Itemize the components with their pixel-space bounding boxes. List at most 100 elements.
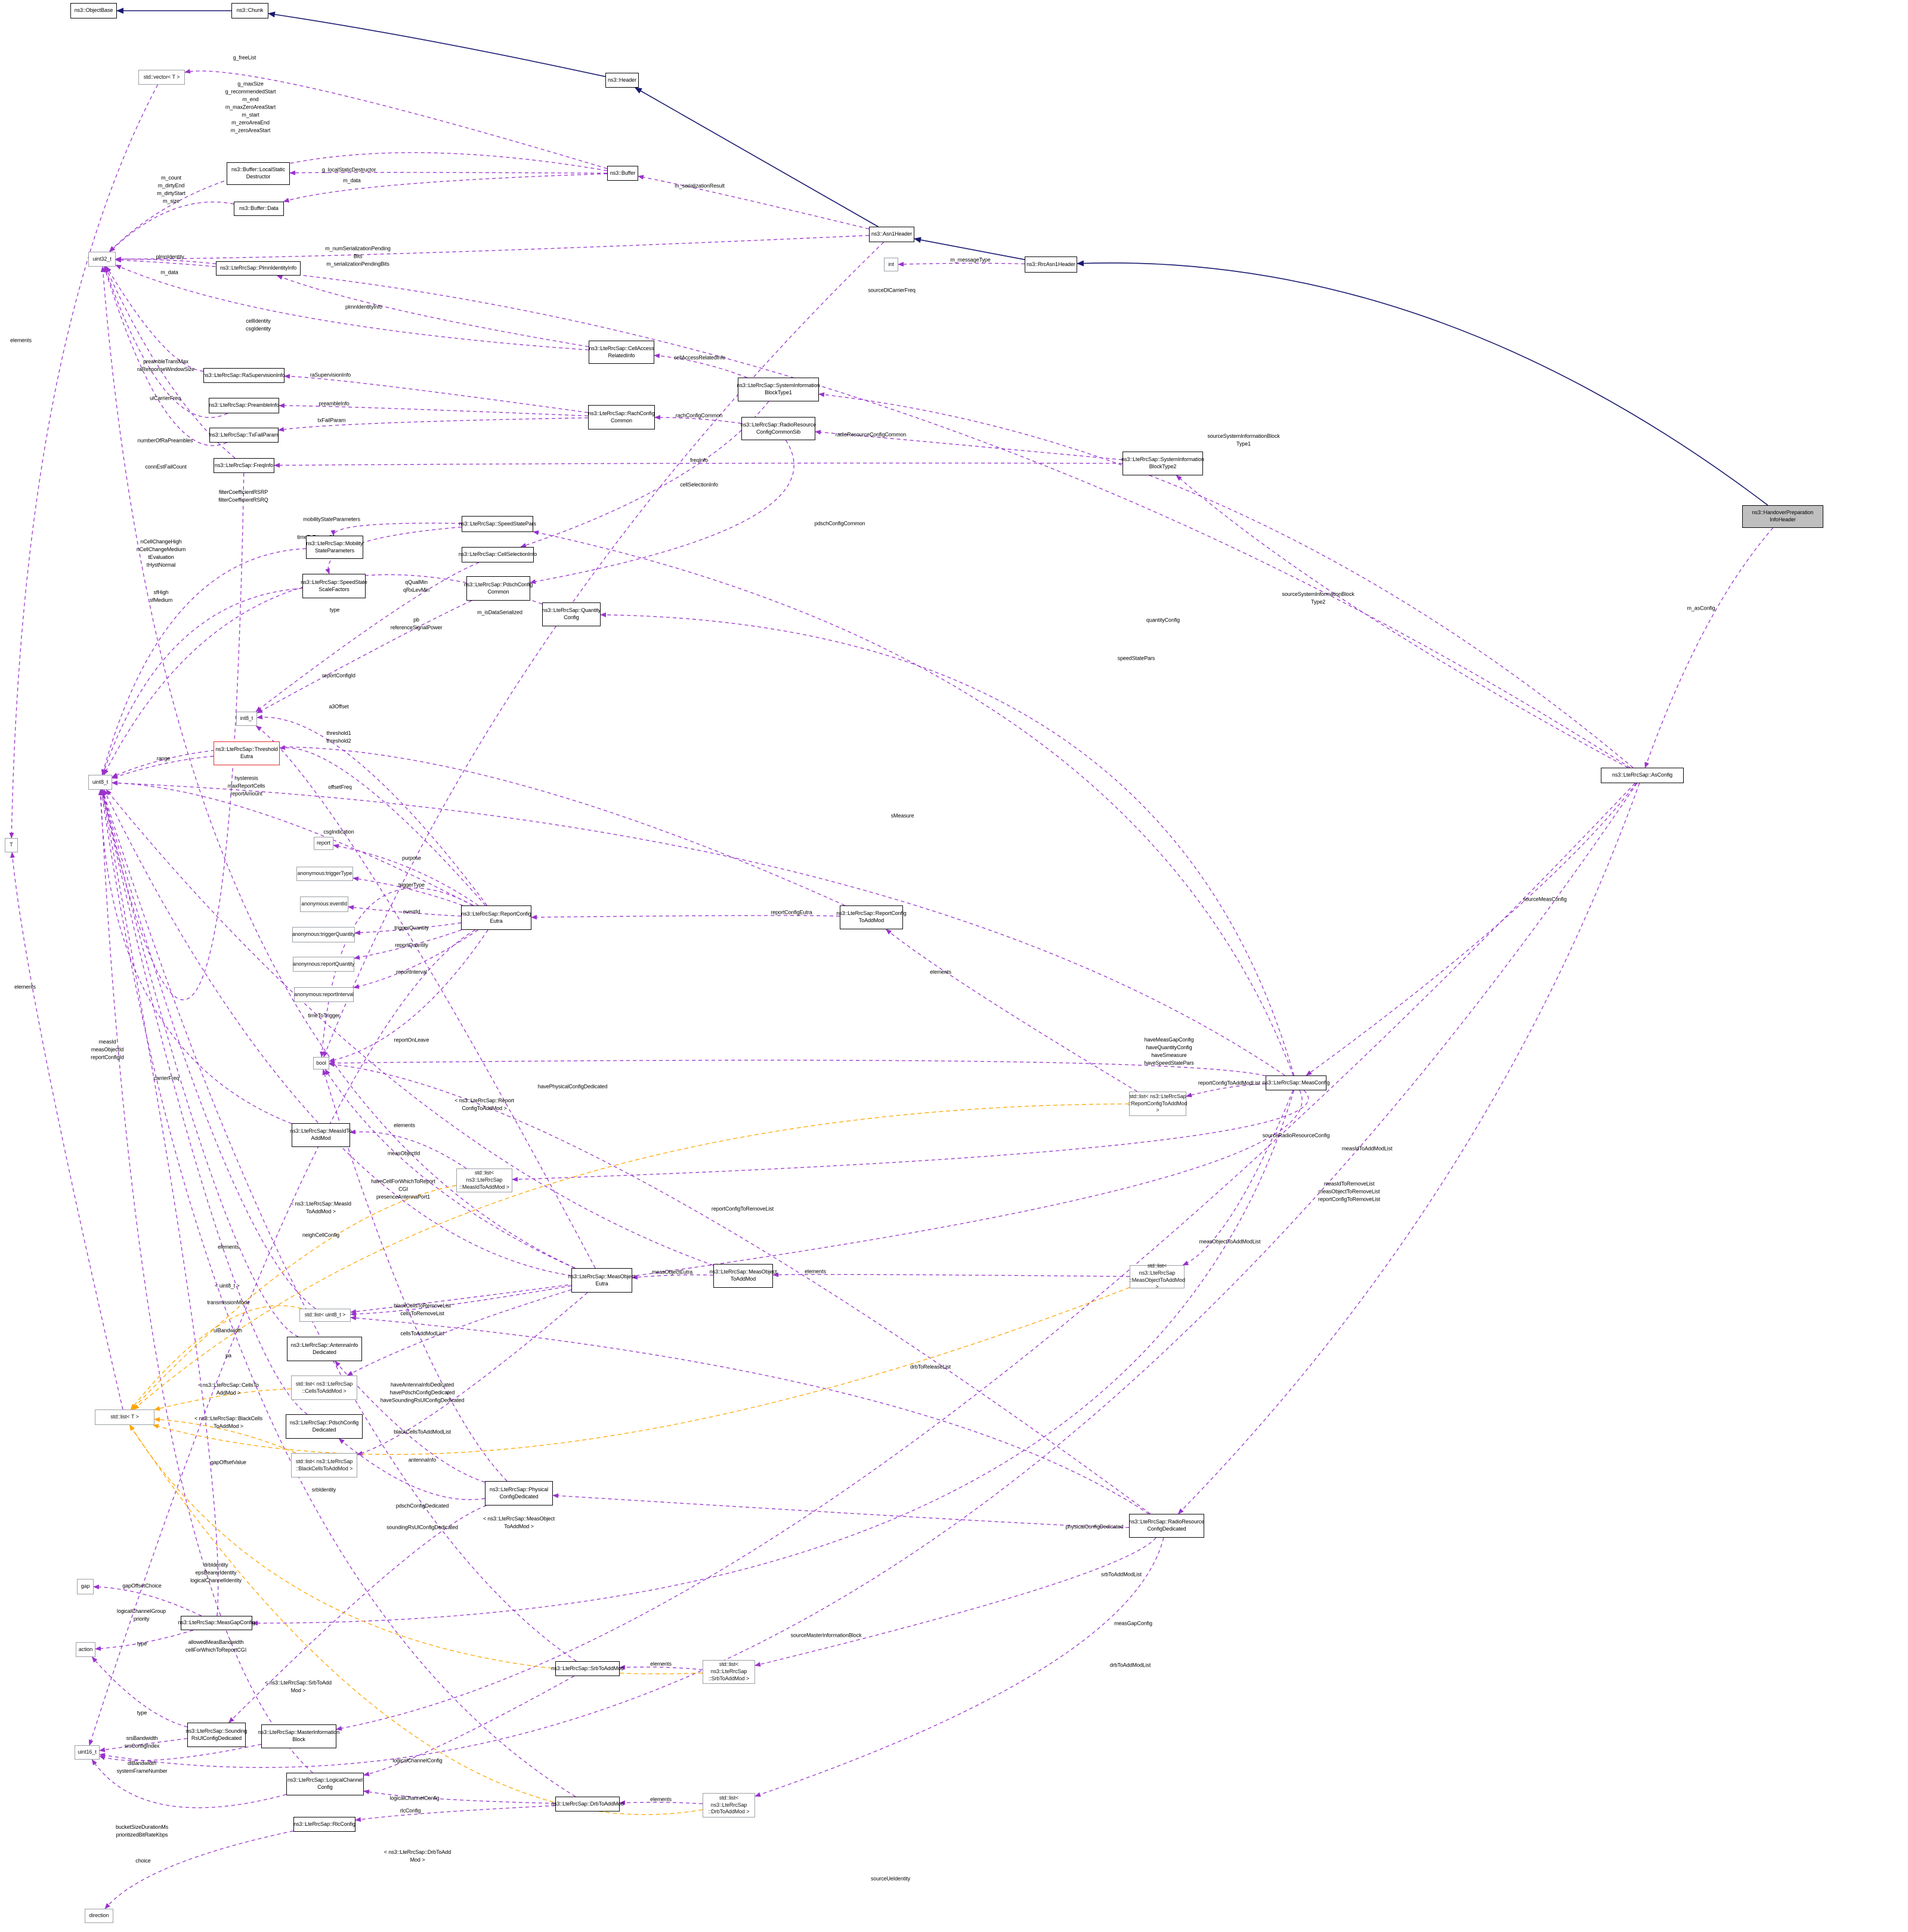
edge-mobility-to-uint8 bbox=[101, 548, 307, 775]
node-measobjeutra[interactable]: ns3::LteRrcSap::MeasObject Eutra bbox=[568, 1268, 636, 1293]
edge-rrcasn1-to-asn1 bbox=[914, 237, 1025, 260]
node-label: ns3::LteRrcSap::AntennaInfo Dedicated bbox=[290, 1341, 358, 1355]
node-hpih[interactable]: ns3::HandoverPreparation InfoHeader bbox=[1742, 505, 1823, 528]
node-lsd[interactable]: ns3::Buffer::LocalStatic Destructor bbox=[227, 162, 290, 185]
node-label: ns3::LteRrcSap::FreqInfo bbox=[214, 462, 274, 468]
node-quantity[interactable]: ns3::LteRrcSap::Quantity Config bbox=[542, 602, 601, 626]
node-bool: bool bbox=[313, 1057, 329, 1069]
node-rrcded[interactable]: ns3::LteRrcSap::RadioResource ConfigDedi… bbox=[1129, 1514, 1204, 1538]
edge-asconfig-to-uint32 bbox=[115, 258, 1631, 768]
node-rlc[interactable]: ns3::LteRrcSap::RlcConfig bbox=[293, 1817, 355, 1832]
node-measgap[interactable]: ns3::LteRrcSap::MeasGapConfig bbox=[178, 1616, 255, 1630]
node-physded[interactable]: ns3::LteRrcSap::Physical ConfigDedicated bbox=[485, 1481, 553, 1506]
edge-drb-to-uint8 bbox=[100, 789, 576, 1797]
edge-asn1-to-buffer bbox=[638, 175, 870, 230]
node-plmninfo[interactable]: ns3::LteRrcSap::PlmnIdentityInfo bbox=[216, 261, 301, 276]
node-repconfeutra[interactable]: ns3::LteRrcSap::ReportConfig Eutra bbox=[461, 905, 531, 930]
node-txfail[interactable]: ns3::LteRrcSap::TxFailParam bbox=[209, 428, 279, 443]
node-label: ns3::LteRrcSap::PdschConfig Dedicated bbox=[289, 1419, 359, 1433]
edge-measobjeutra-to-bool bbox=[324, 1069, 575, 1269]
edge-drb-to-rlc bbox=[355, 1805, 556, 1822]
node-label: ns3::LteRrcSap::SpeedState ScaleFactors bbox=[301, 579, 367, 592]
node-logch[interactable]: ns3::LteRrcSap::LogicalChannel Config bbox=[286, 1773, 364, 1795]
node-objectbase[interactable]: ns3::ObjectBase bbox=[70, 3, 117, 18]
node-list_blackcells: std::list< ns3::LteRrcSap ::BlackCellsTo… bbox=[291, 1453, 357, 1477]
node-measobjaddmod[interactable]: ns3::LteRrcSap::MeasObject ToAddMod bbox=[710, 1264, 777, 1288]
node-repint: anonymous:reportInterval bbox=[294, 987, 354, 1002]
node-antenna[interactable]: ns3::LteRrcSap::AntennaInfo Dedicated bbox=[287, 1337, 362, 1361]
node-threshold[interactable]: ns3::LteRrcSap::Threshold Eutra bbox=[214, 741, 280, 765]
edge-logch-to-uint16 bbox=[91, 1759, 287, 1809]
node-label: ns3::HandoverPreparation InfoHeader bbox=[1752, 509, 1814, 523]
node-pdschcommon[interactable]: ns3::LteRrcSap::PdschConfig Common bbox=[464, 576, 533, 601]
node-measid[interactable]: ns3::LteRrcSap::MeasIdTo AddMod bbox=[290, 1123, 352, 1147]
node-speedpars[interactable]: ns3::LteRrcSap::SpeedStatePars bbox=[459, 516, 536, 532]
edge-speedpars-to-mobility bbox=[330, 523, 462, 536]
node-repconfaddmod[interactable]: ns3::LteRrcSap::ReportConfig ToAddMod bbox=[836, 905, 907, 929]
node-sounding[interactable]: ns3::LteRrcSap::Sounding RsUlConfigDedic… bbox=[186, 1723, 247, 1747]
node-label: ns3::LteRrcSap::MeasObject ToAddMod bbox=[709, 1269, 777, 1282]
edge-measobjeutra-to-uint8 bbox=[103, 789, 572, 1276]
node-label: ns3::LteRrcSap::MeasObject Eutra bbox=[568, 1273, 636, 1287]
edge-list_drb-to-drb bbox=[619, 1800, 703, 1806]
edge-measgap-to-uint8 bbox=[100, 789, 219, 1616]
node-header[interactable]: ns3::Header bbox=[605, 73, 639, 88]
node-sib2[interactable]: ns3::LteRrcSap::SystemInformation BlockT… bbox=[1121, 452, 1204, 475]
node-int: int bbox=[884, 258, 898, 271]
edge-rrccommonsib-to-pdschcommon bbox=[530, 440, 794, 584]
edge-measconfig-to-speedpars bbox=[533, 530, 1294, 1076]
node-list_srb: std::list< ns3::LteRrcSap ::SrbToAddMod … bbox=[703, 1660, 755, 1684]
node-rrcasn1[interactable]: ns3::RrcAsn1Header bbox=[1025, 256, 1077, 273]
node-rrccommonsib[interactable]: ns3::LteRrcSap::RadioResource ConfigComm… bbox=[741, 417, 816, 440]
node-label: ns3::LteRrcSap::PlmnIdentityInfo bbox=[219, 265, 297, 271]
edge-list_measobj-to-list_t bbox=[152, 1287, 1130, 1455]
node-eventid: anonymous:eventId bbox=[300, 897, 348, 912]
node-bufdata[interactable]: ns3::Buffer::Data bbox=[234, 202, 284, 216]
node-drb[interactable]: ns3::LteRrcSap::DrbToAddMod bbox=[551, 1797, 624, 1812]
edge-repconfeutra-to-repint bbox=[353, 929, 478, 989]
edge-repconfeutra-to-threshold bbox=[279, 745, 486, 906]
node-pdschded[interactable]: ns3::LteRrcSap::PdschConfig Dedicated bbox=[286, 1414, 363, 1439]
edge-hpih-to-asconfig bbox=[1644, 527, 1774, 768]
node-chunk[interactable]: ns3::Chunk bbox=[231, 3, 268, 18]
node-preamble[interactable]: ns3::LteRrcSap::PreambleInfo bbox=[209, 398, 279, 413]
edge-repconfeutra-to-trigquant bbox=[354, 922, 462, 935]
edge-cellaccess-to-plmninfo bbox=[276, 275, 589, 347]
edge-header-to-chunk bbox=[268, 11, 606, 78]
node-cellaccess[interactable]: ns3::LteRrcSap::CellAccess RelatedInfo bbox=[589, 341, 654, 364]
node-label: ns3::LteRrcSap::Quantity Config bbox=[542, 607, 601, 620]
edge-list_repconf-to-list_t bbox=[133, 1103, 1130, 1410]
edge-rrcded-to-list_uint8 bbox=[350, 1315, 1149, 1514]
edge-measconfig-to-uint8 bbox=[112, 780, 1285, 1076]
node-rasuper[interactable]: ns3::LteRrcSap::RaSupervisionInfo bbox=[203, 368, 285, 383]
node-label: std::list< ns3::LteRrcSap ::MeasObjectTo… bbox=[1128, 1263, 1186, 1290]
node-measconfig[interactable]: ns3::LteRrcSap::MeasConfig bbox=[1263, 1075, 1329, 1090]
node-trigquant: anonymous:triggerQuantity bbox=[292, 927, 355, 942]
edge-plmninfo-to-uint32 bbox=[115, 256, 217, 264]
node-label: std::list< ns3::LteRrcSap ::DrbToAddMod … bbox=[708, 1794, 750, 1815]
node-sib1[interactable]: ns3::LteRrcSap::SystemInformation BlockT… bbox=[737, 378, 820, 401]
node-rach[interactable]: ns3::LteRrcSap::RachConfig Common bbox=[588, 405, 655, 429]
edge-measconfig-to-list_measid bbox=[512, 1090, 1309, 1182]
edge-buffer-to-vector_t bbox=[184, 69, 608, 169]
node-asconfig[interactable]: ns3::LteRrcSap::AsConfig bbox=[1601, 768, 1684, 783]
node-label: ns3::LteRrcSap::RadioResource ConfigDedi… bbox=[1128, 1519, 1205, 1532]
edge-buffer-to-lsd bbox=[289, 170, 608, 175]
node-label: ns3::LteRrcSap::ReportConfig Eutra bbox=[461, 910, 531, 924]
edge-logch-to-uint8 bbox=[98, 789, 313, 1773]
node-ssf[interactable]: ns3::LteRrcSap::SpeedState ScaleFactors bbox=[301, 574, 367, 598]
node-buffer[interactable]: ns3::Buffer bbox=[607, 166, 638, 181]
node-label: ns3::LteRrcSap::DrbToAddMod bbox=[551, 1800, 624, 1807]
node-freqinfo[interactable]: ns3::LteRrcSap::FreqInfo bbox=[214, 458, 274, 473]
node-mib[interactable]: ns3::LteRrcSap::MasterInformation Block bbox=[258, 1724, 339, 1748]
node-label: direction bbox=[89, 1912, 109, 1919]
node-cellsel[interactable]: ns3::LteRrcSap::CellSelectionInfo bbox=[459, 547, 537, 562]
node-asn1[interactable]: ns3::Asn1Header bbox=[869, 227, 914, 242]
node-srb[interactable]: ns3::LteRrcSap::SrbToAddMod bbox=[551, 1661, 624, 1676]
node-mobility[interactable]: ns3::LteRrcSap::Mobility StateParameters bbox=[306, 536, 363, 559]
node-label: ns3::Chunk bbox=[236, 7, 264, 14]
edge-rrcded-to-list_srb bbox=[754, 1537, 1156, 1667]
edge-physded-to-bool bbox=[322, 1069, 508, 1482]
node-label: std::list< ns3::LteRrcSap ::SrbToAddMod … bbox=[708, 1661, 750, 1681]
node-label: std::list< ns3::LteRrcSap ::CellsToAddMo… bbox=[295, 1380, 353, 1394]
